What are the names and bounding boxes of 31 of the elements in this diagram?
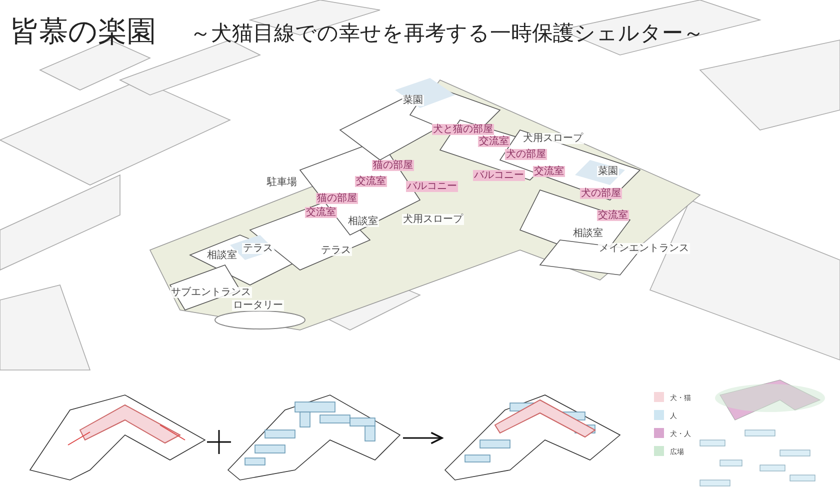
arrow: [403, 432, 443, 444]
concept-diagram-picture: [29, 394, 206, 480]
concept-diagram-picture: [227, 394, 401, 480]
room-label: 交流室: [478, 136, 510, 147]
area-label: 駐車場: [266, 177, 298, 188]
area-label: メインエントランス: [598, 243, 690, 254]
area-label: 相談室: [572, 228, 604, 239]
room-label: 猫の部屋: [372, 160, 414, 171]
area-label: サブエントランス: [170, 287, 252, 298]
room-label: 交流室: [355, 176, 387, 187]
area-label: ロータリー: [232, 300, 284, 311]
room-label: バルコニー: [473, 170, 525, 181]
area-label: 相談室: [206, 250, 238, 261]
room-label: 交流室: [597, 210, 629, 221]
room-label: バルコニー: [406, 181, 458, 192]
subtitle: ～犬猫目線での幸せを再考する一時保護シェルター～: [190, 20, 704, 47]
room-label: 交流室: [533, 166, 565, 177]
concept-diagram-picture: [444, 394, 621, 480]
area-label: 菜園: [402, 95, 424, 106]
area-label: 犬用スロープ: [522, 133, 584, 144]
room-label: 犬と猫の部屋: [432, 124, 494, 135]
room-label: 猫の部屋: [316, 193, 358, 204]
room-label: 犬の部屋: [505, 149, 547, 160]
area-label: テラス: [320, 245, 352, 256]
area-label: 相談室: [347, 216, 379, 227]
title: 皆慕の楽園: [10, 13, 156, 50]
room-label: 犬の部屋: [580, 188, 622, 199]
area-label: 菜園: [597, 166, 619, 177]
area-label: テラス: [242, 243, 274, 254]
area-label: 犬用スロープ: [402, 214, 464, 225]
room-label: 交流室: [305, 207, 337, 218]
